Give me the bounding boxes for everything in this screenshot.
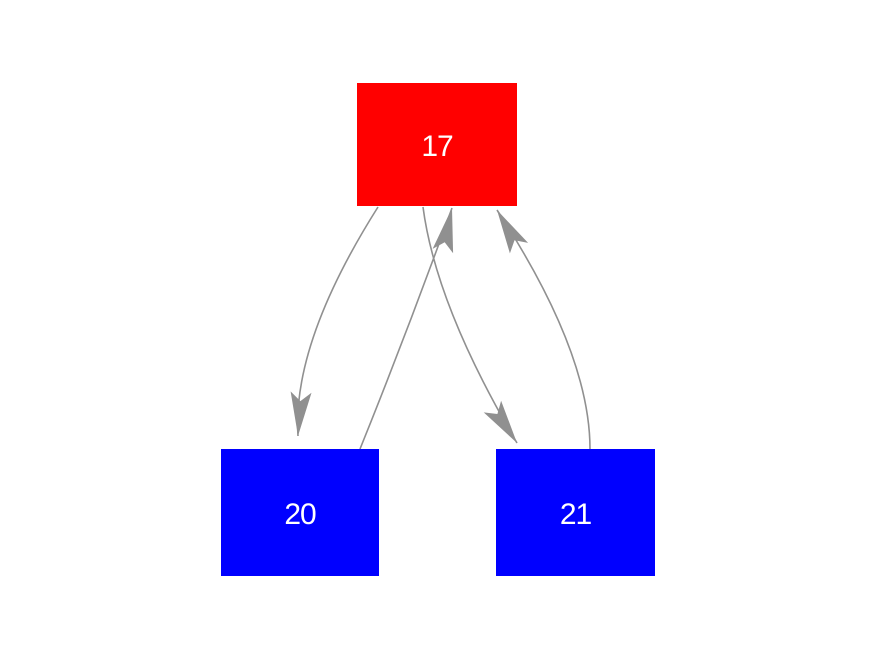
node-label-20: 20 bbox=[284, 497, 316, 531]
edge-17-20 bbox=[296, 206, 379, 437]
arrowhead-17-21 bbox=[483, 400, 517, 443]
graph-node-20[interactable]: 20 bbox=[221, 449, 379, 576]
edge-21-17 bbox=[496, 209, 591, 450]
graph-node-21[interactable]: 21 bbox=[496, 449, 655, 576]
edge-17-21 bbox=[422, 206, 518, 444]
arrowhead-20-17 bbox=[432, 208, 454, 254]
graph-node-17[interactable]: 17 bbox=[357, 83, 517, 206]
arrowhead-21-17 bbox=[497, 210, 529, 254]
arrowhead-17-20 bbox=[290, 391, 312, 436]
node-label-17: 17 bbox=[421, 129, 453, 163]
node-label-21: 21 bbox=[559, 497, 592, 531]
